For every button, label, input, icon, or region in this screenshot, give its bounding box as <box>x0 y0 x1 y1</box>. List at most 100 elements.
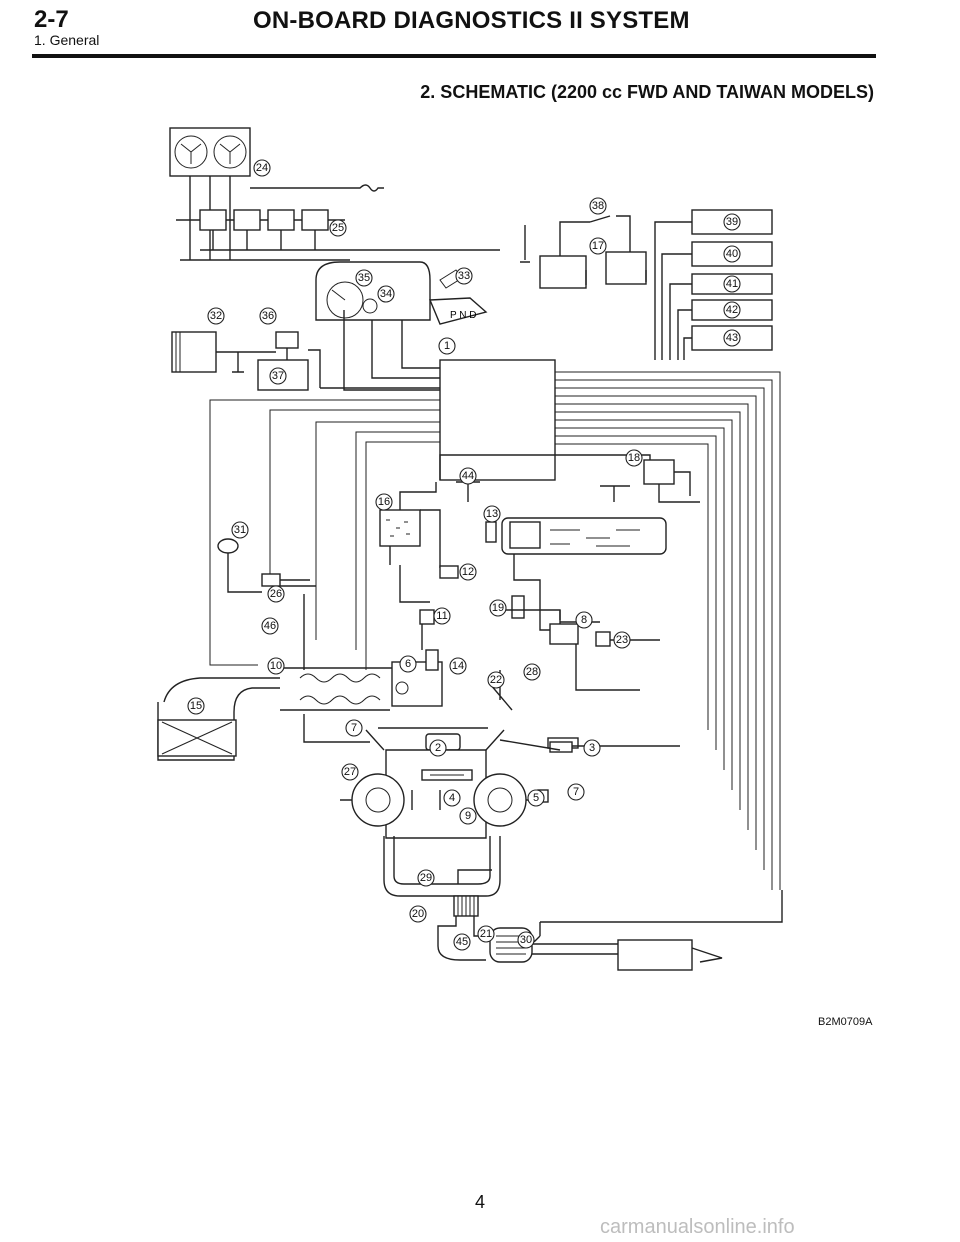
svg-text:44: 44 <box>462 470 474 482</box>
svg-text:7: 7 <box>351 722 357 734</box>
callout-29: 29 <box>417 869 435 887</box>
schematic-diagram: P N D <box>157 127 783 971</box>
svg-text:26: 26 <box>270 588 282 600</box>
callout-36: 36 <box>259 307 277 325</box>
svg-text:33: 33 <box>458 270 470 282</box>
callout-34: 34 <box>377 285 395 303</box>
callout-22: 22 <box>487 671 505 689</box>
svg-text:24: 24 <box>256 162 268 174</box>
callout-14: 14 <box>449 657 467 675</box>
callout-42: 42 <box>723 301 741 319</box>
svg-text:46: 46 <box>264 620 276 632</box>
callout-2: 2 <box>429 739 447 757</box>
svg-text:10: 10 <box>270 660 282 672</box>
section-title: 2. SCHEMATIC (2200 cc FWD AND TAIWAN MOD… <box>420 82 874 102</box>
callout-21: 21 <box>477 925 495 943</box>
callout-30: 30 <box>517 931 535 949</box>
svg-text:29: 29 <box>420 872 432 884</box>
callout-16: 16 <box>375 493 393 511</box>
callout-39: 39 <box>723 213 741 231</box>
callout-31: 31 <box>231 521 249 539</box>
callout-19: 19 <box>489 599 507 617</box>
svg-text:1: 1 <box>444 340 450 352</box>
callout-20: 20 <box>409 905 427 923</box>
svg-text:32: 32 <box>210 310 222 322</box>
svg-text:16: 16 <box>378 496 390 508</box>
callout-13: 13 <box>483 505 501 523</box>
svg-text:18: 18 <box>628 452 640 464</box>
svg-text:8: 8 <box>581 614 587 626</box>
callout-6: 6 <box>399 655 417 673</box>
svg-text:41: 41 <box>726 278 738 290</box>
callout-46: 46 <box>261 617 279 635</box>
callout-17: 17 <box>589 237 607 255</box>
svg-text:42: 42 <box>726 304 738 316</box>
callout-27: 27 <box>341 763 359 781</box>
svg-text:38: 38 <box>592 200 604 212</box>
svg-text:7: 7 <box>573 786 579 798</box>
svg-text:9: 9 <box>465 810 471 822</box>
svg-text:15: 15 <box>190 700 202 712</box>
callout-12: 12 <box>459 563 477 581</box>
page-title: ON-BOARD DIAGNOSTICS II SYSTEM <box>253 7 690 34</box>
callout-28: 28 <box>523 663 541 681</box>
svg-text:21: 21 <box>480 928 492 940</box>
svg-text:2: 2 <box>435 742 441 754</box>
callout-23: 23 <box>613 631 631 649</box>
callout-3: 3 <box>583 739 601 757</box>
callout-25: 25 <box>329 219 347 237</box>
callout-10: 10 <box>267 657 285 675</box>
svg-text:36: 36 <box>262 310 274 322</box>
callout-4: 4 <box>443 789 461 807</box>
svg-text:34: 34 <box>380 288 392 300</box>
selector-letters: P N D <box>450 310 477 321</box>
callout-1: 1 <box>438 337 456 355</box>
page-subtitle: 1. General <box>34 32 100 48</box>
svg-text:43: 43 <box>726 332 738 344</box>
svg-text:20: 20 <box>412 908 424 920</box>
svg-text:23: 23 <box>616 634 628 646</box>
svg-text:31: 31 <box>234 524 246 536</box>
svg-text:11: 11 <box>436 610 447 622</box>
ecm-box <box>439 359 556 481</box>
callout-15: 15 <box>187 697 205 715</box>
callout-7a: 7 <box>345 719 363 737</box>
svg-text:6: 6 <box>405 658 411 670</box>
section-number: 2-7 <box>34 6 69 33</box>
callout-37: 37 <box>269 367 287 385</box>
svg-text:13: 13 <box>486 508 498 520</box>
svg-text:37: 37 <box>272 370 284 382</box>
svg-text:30: 30 <box>520 934 532 946</box>
callout-9: 9 <box>459 807 477 825</box>
callout-38: 38 <box>589 197 607 215</box>
callout-33: 33 <box>455 267 473 285</box>
svg-text:17: 17 <box>592 240 604 252</box>
callout-8: 8 <box>575 611 593 629</box>
callout-35: 35 <box>355 269 373 287</box>
callout-7b: 7 <box>567 783 585 801</box>
figure-code: B2M0709A <box>818 1016 873 1028</box>
callout-45: 45 <box>453 933 471 951</box>
svg-text:3: 3 <box>589 742 595 754</box>
header-rule <box>32 54 876 58</box>
page-header: 2-7 ON-BOARD DIAGNOSTICS II SYSTEM 1. Ge… <box>0 0 960 60</box>
callout-41: 41 <box>723 275 741 293</box>
callout-43: 43 <box>723 329 741 347</box>
svg-text:12: 12 <box>462 566 474 578</box>
callout-40: 40 <box>723 245 741 263</box>
radiator-fan-assembly <box>169 127 251 177</box>
page-number: 4 <box>474 1192 485 1212</box>
callout-26: 26 <box>267 585 285 603</box>
svg-text:14: 14 <box>452 660 464 672</box>
svg-text:39: 39 <box>726 216 738 228</box>
svg-text:45: 45 <box>456 936 468 948</box>
callout-32: 32 <box>207 307 225 325</box>
svg-text:40: 40 <box>726 248 738 260</box>
callout-11: 11 <box>433 607 451 625</box>
svg-text:35: 35 <box>358 272 370 284</box>
svg-text:25: 25 <box>332 222 344 234</box>
svg-text:22: 22 <box>490 674 502 686</box>
callout-18: 18 <box>625 449 643 467</box>
svg-text:28: 28 <box>526 666 538 678</box>
svg-text:4: 4 <box>449 792 455 804</box>
